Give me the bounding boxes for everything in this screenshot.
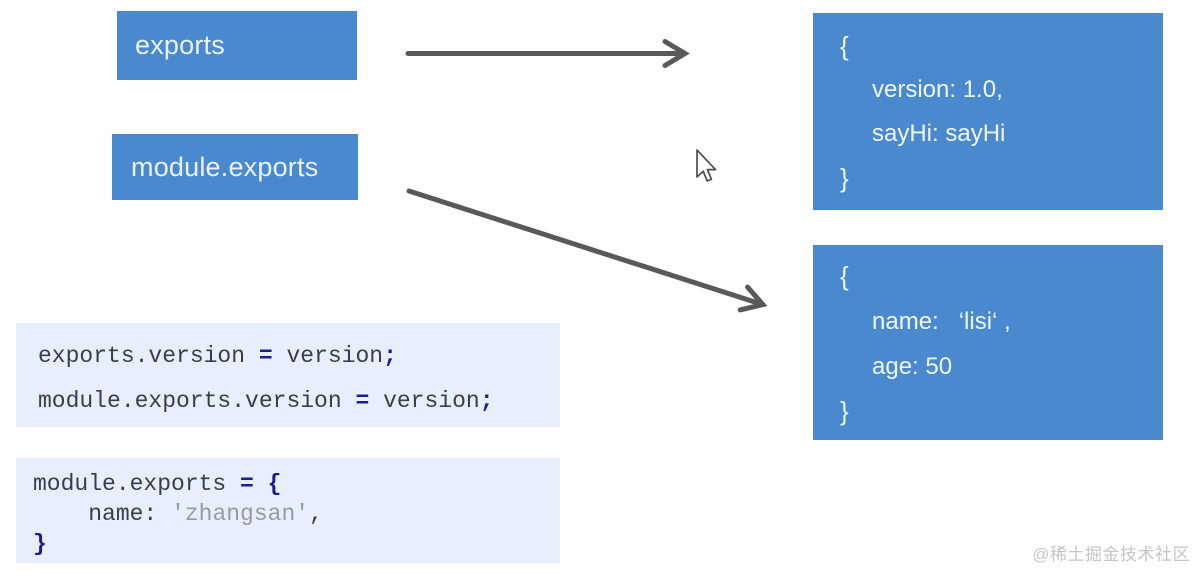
code-line: module.exports = { — [33, 469, 560, 499]
arrow-pointer-icon — [696, 149, 717, 182]
exports-object-box: { version: 1.0, sayHi: sayHi } — [813, 13, 1163, 210]
object-open-brace: { — [840, 31, 849, 61]
exports-box-label: exports — [135, 30, 225, 60]
module-exports-box-label: module.exports — [131, 151, 319, 182]
code-text: exports.version — [38, 343, 259, 369]
code-text: module.exports.version — [38, 388, 356, 414]
code-block-version-assignments: exports.version = version; module.export… — [16, 323, 560, 427]
code-line: module.exports.version = version; — [38, 379, 560, 424]
code-text: name: — [33, 501, 172, 527]
object-property: name: ‘lisi‘ , — [872, 308, 1011, 335]
code-block-object-literal: module.exports = { name: 'zhangsan', } — [16, 458, 560, 563]
object-property: sayHi: sayHi — [872, 120, 1006, 147]
code-text: module.exports — [33, 471, 241, 497]
code-comma: , — [309, 501, 323, 527]
module-exports-object-box: { name: ‘lisi‘ , age: 50 } — [813, 245, 1163, 440]
code-semicolon: ; — [383, 343, 397, 369]
object-property: version: 1.0, — [872, 76, 1003, 103]
code-line: } — [33, 529, 560, 559]
object-property: age: 50 — [872, 353, 953, 380]
code-line: name: 'zhangsan', — [33, 499, 560, 529]
code-line: exports.version = version; — [38, 334, 560, 379]
arrow-module-exports-to-object — [406, 188, 768, 313]
watermark: @稀土掘金技术社区 — [1032, 545, 1190, 564]
object-close-brace: } — [840, 396, 849, 426]
code-string: 'zhangsan' — [171, 501, 310, 527]
code-operator: = — [258, 343, 273, 369]
code-semicolon: ; — [479, 388, 494, 414]
code-close-brace: } — [33, 531, 47, 557]
object-close-brace: } — [840, 163, 849, 193]
module-exports-box: module.exports — [112, 134, 358, 200]
exports-box: exports — [117, 11, 357, 80]
code-text: version — [369, 388, 480, 414]
code-operator: = { — [240, 471, 282, 497]
code-text: version — [272, 343, 384, 369]
code-operator: = — [355, 388, 370, 414]
object-open-brace: { — [840, 261, 849, 291]
